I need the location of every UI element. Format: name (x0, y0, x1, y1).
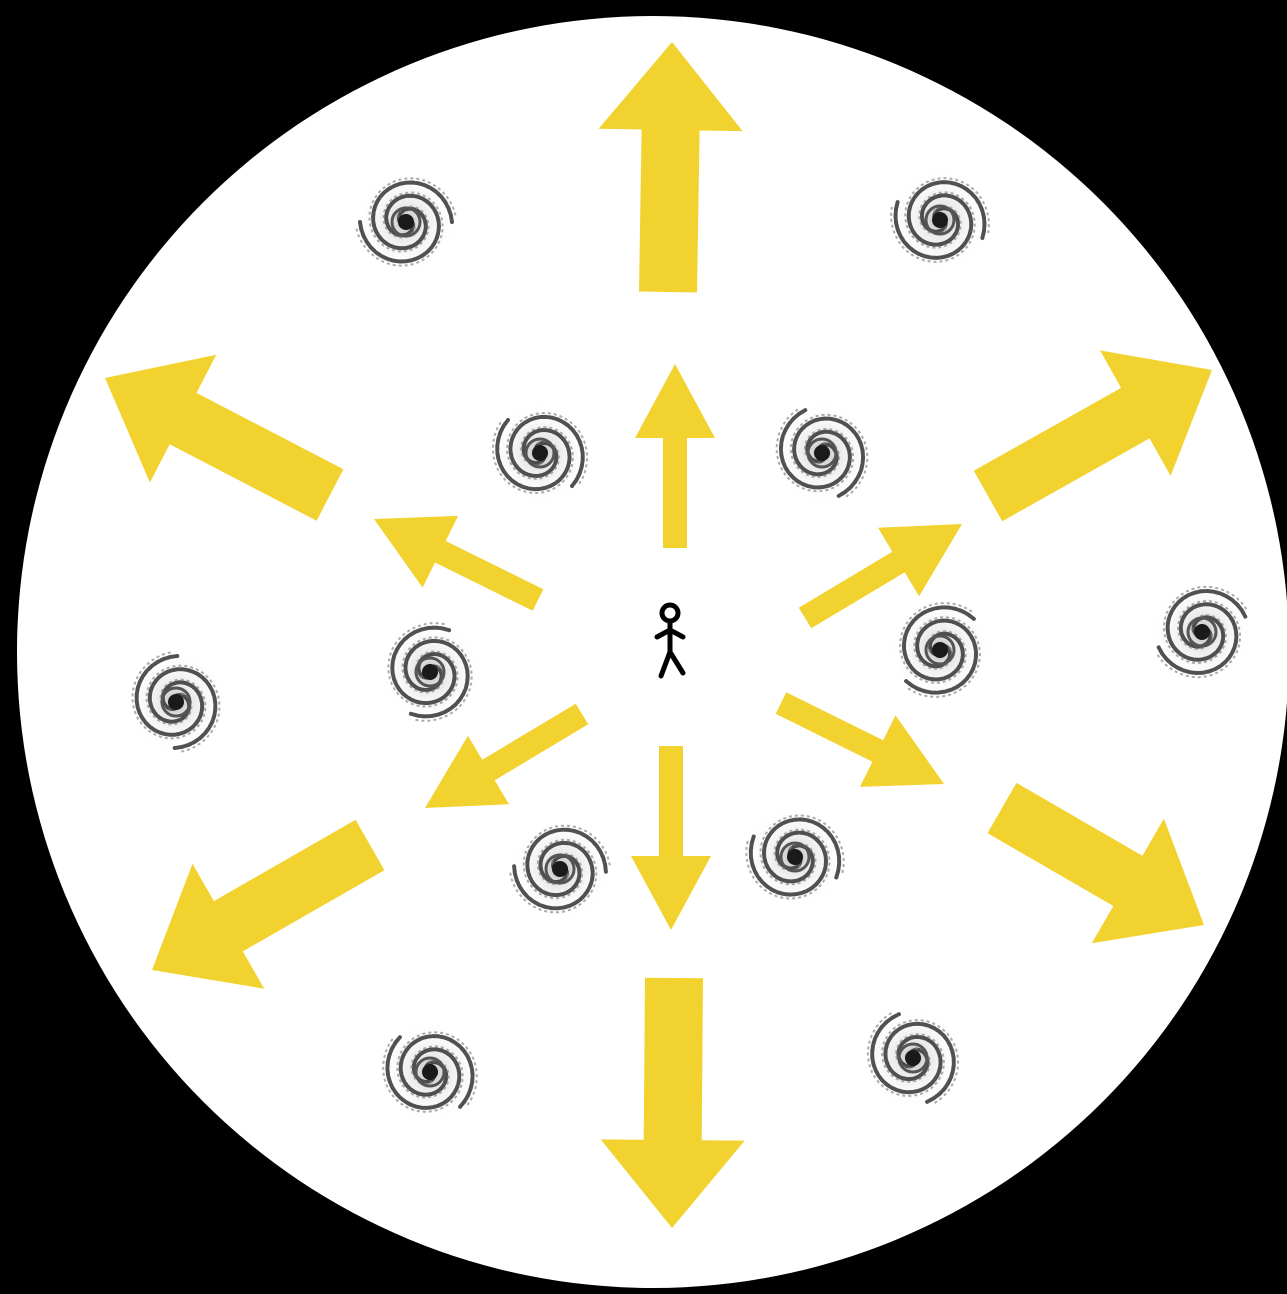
spiral-galaxy-icon (354, 170, 458, 274)
spiral-galaxy-icon (508, 817, 612, 921)
galaxy-spiral-arm-faint (1156, 599, 1241, 679)
inner-arrow-right-down (775, 692, 944, 787)
galaxy-spiral-arm-faint (866, 1011, 945, 1097)
galaxy-inner-ring (779, 841, 811, 873)
galaxy-inner-ring (414, 656, 446, 688)
galaxy-spiral-arm-faint (401, 636, 473, 722)
galaxy-core (168, 694, 184, 710)
galaxy-core (398, 214, 414, 230)
galaxy-core (532, 445, 548, 461)
stick-figure-observer-icon (654, 602, 686, 679)
spiral-galaxy-icon (378, 1020, 482, 1124)
galaxy-core (814, 445, 830, 461)
galaxy-spiral-arm-faint (899, 601, 973, 684)
galaxy-spiral-arm-faint (745, 828, 831, 900)
outer-arrow-up-right (973, 350, 1212, 522)
galaxy-inner-ring (390, 206, 422, 238)
galaxy-spiral-arm-faint (145, 664, 221, 753)
galaxy-inner-ring (524, 437, 556, 469)
galaxy-spiral-arm-faint (382, 1038, 464, 1113)
spiral-galaxy-icon (888, 168, 992, 272)
spiral-galaxy-icon (743, 805, 847, 909)
galaxy-core (422, 664, 438, 680)
outer-arrow-right-down (987, 782, 1204, 944)
galaxy-inner-ring (924, 204, 956, 236)
observer-leg-right (667, 649, 686, 676)
spiral-galaxy-icon (770, 401, 874, 505)
galaxy-inner-ring (806, 437, 838, 469)
galaxy-core (1194, 624, 1210, 640)
galaxy-spiral-arm-faint (368, 177, 457, 253)
galaxy-core (422, 1064, 438, 1080)
expansion-arrows (105, 42, 1212, 1228)
spiral-galaxy-icon (1150, 580, 1254, 684)
galaxy-inner-ring (160, 686, 192, 718)
galaxy-inner-ring (544, 853, 576, 885)
outer-arrow-down (600, 977, 745, 1228)
galaxy-inner-ring (897, 1042, 929, 1074)
inner-arrow-left-up (374, 515, 544, 611)
outer-arrow-left-up (105, 354, 344, 521)
galaxy-core (787, 849, 803, 865)
galaxy-spiral-arm-faint (907, 616, 981, 699)
galaxy-spiral-arm-faint (890, 191, 976, 263)
observer-leg-left (658, 649, 673, 679)
galaxy-spiral-arm-faint (904, 177, 990, 249)
inner-arrow-down-left (425, 703, 589, 808)
universe-disc (17, 16, 1287, 1288)
galaxy-inner-ring (924, 634, 956, 666)
galaxy-spiral-arm-faint (759, 814, 845, 886)
spiral-galaxy-icon (861, 1006, 965, 1110)
galaxy-core (552, 861, 568, 877)
galaxy-spiral-arm-faint (387, 622, 459, 708)
inner-arrow-up-right (798, 524, 962, 629)
galaxy-spiral-arm-faint (505, 411, 589, 485)
galaxy-core (905, 1050, 921, 1066)
galaxies (124, 168, 1254, 1124)
galaxy-spiral-arm-faint (1163, 585, 1248, 665)
galaxy-core (932, 212, 948, 228)
galaxy-spiral-arm-faint (789, 413, 869, 498)
observer-arm-right (667, 627, 686, 640)
galaxy-spiral-arm-faint (491, 421, 575, 495)
inner-arrow-up (635, 364, 715, 548)
galaxy-spiral-arm-faint (775, 408, 855, 493)
galaxy-inner-ring (414, 1056, 446, 1088)
galaxy-spiral-arm-faint (131, 651, 207, 740)
outer-arrow-up (598, 42, 743, 293)
galaxy-spiral-arm-faint (522, 824, 611, 900)
spiral-galaxy-icon (124, 650, 228, 754)
spiral-galaxy-icon (488, 401, 592, 505)
spiral-galaxy-icon (888, 598, 992, 702)
galaxy-core (932, 642, 948, 658)
galaxy-spiral-arm-faint (509, 838, 598, 914)
outer-arrow-down-left (152, 819, 385, 989)
galaxy-spiral-arm-faint (881, 1019, 960, 1105)
galaxy-inner-ring (1186, 616, 1218, 648)
spiral-galaxy-icon (378, 620, 482, 724)
galaxy-spiral-arm-faint (396, 1031, 478, 1106)
inner-arrow-down (631, 746, 711, 930)
galaxy-spiral-arm-faint (355, 191, 444, 267)
